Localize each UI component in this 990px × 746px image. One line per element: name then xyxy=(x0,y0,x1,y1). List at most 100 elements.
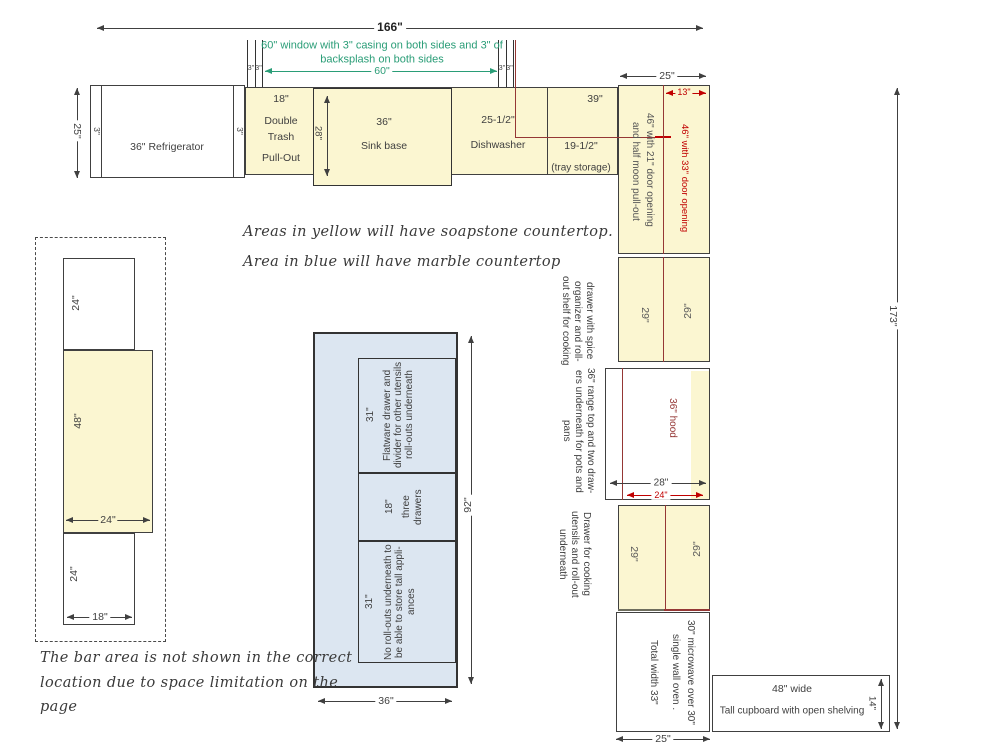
sink-label: Sink base xyxy=(360,139,408,152)
fridge-filler-label-left: 3" xyxy=(91,127,102,135)
arrowhead xyxy=(66,516,73,523)
corner-cabinet-divider xyxy=(663,85,664,254)
bar-note-line2: location due to space limitation on the xyxy=(40,675,339,691)
utensil-drawer-divider xyxy=(665,505,666,610)
hood-strip xyxy=(691,371,709,499)
island-width-label: 36" xyxy=(375,694,397,708)
spice-note-line2: organizer and roll- xyxy=(572,280,583,362)
bar-top-box xyxy=(63,258,135,350)
island-drawers-line2: drawers xyxy=(413,489,424,525)
overall-height-line xyxy=(897,88,898,729)
bar-note-line3: page xyxy=(40,699,78,715)
door-width-label: 13" xyxy=(675,86,693,98)
arrowhead xyxy=(323,96,330,103)
casing-width-label: 3" xyxy=(498,64,506,72)
utensil-drawer-dim-left: 29" xyxy=(628,546,641,562)
range-divider xyxy=(622,368,623,500)
casing-line xyxy=(498,40,499,87)
arrowhead xyxy=(616,735,623,742)
overall-width-label: 166" xyxy=(374,20,406,35)
range-width-label: 28" xyxy=(650,477,672,489)
island-tall-line3: ances xyxy=(406,588,417,616)
utensil-box-accent-right xyxy=(664,609,710,611)
window-note-line1: 60" window with 3" casing on both sides … xyxy=(261,39,503,52)
arrowhead xyxy=(73,171,80,178)
bar-area-outline xyxy=(35,237,166,642)
island-flatware-box xyxy=(358,358,456,473)
window-width-label: 60" xyxy=(371,64,393,78)
arrowhead xyxy=(467,677,474,684)
arrowhead xyxy=(318,697,325,704)
arrowhead xyxy=(445,697,452,704)
island-drawers-box xyxy=(358,473,456,541)
utensil-drawer-dim-right: 29" xyxy=(690,541,703,557)
arrowhead xyxy=(893,88,900,95)
sink-dim-label: 36" xyxy=(376,115,392,128)
island-drawers-dim: 18" xyxy=(384,499,395,515)
spice-note-line1: drawer with spice xyxy=(584,282,595,360)
corner-cabinet-box xyxy=(618,85,710,254)
cupboard-depth-label: 14" xyxy=(866,696,878,710)
sink-depth-label: 28" xyxy=(312,126,324,140)
arrowhead xyxy=(699,72,706,79)
arrowhead xyxy=(877,722,884,729)
trash-label-1: Double xyxy=(264,114,298,127)
corner-cabinet-note-line2: and half moon pull-out xyxy=(630,121,641,221)
arrowhead xyxy=(699,89,706,96)
utensil-note-line1: Drawer for cooking xyxy=(581,512,592,596)
column-width-label: 25" xyxy=(656,69,678,83)
arrowhead xyxy=(703,735,710,742)
spice-drawer-box xyxy=(618,257,710,362)
tray-label: (tray storage) xyxy=(551,162,611,174)
bar-middle-box xyxy=(63,350,153,533)
trash-label-2: Trash xyxy=(267,130,295,143)
refrigerator-filler-line-right xyxy=(233,86,234,177)
cupboard-width-label: 48" wide xyxy=(772,682,812,695)
soapstone-note: Areas in yellow will have soapstone coun… xyxy=(243,224,614,240)
tall-cupboard-box xyxy=(712,675,890,732)
utensil-box-accent-left xyxy=(618,609,665,611)
oven-note-line2: single wall oven . xyxy=(670,633,681,711)
arrowhead xyxy=(323,169,330,176)
spice-drawer-divider xyxy=(663,257,664,362)
hood-label: 36" hood xyxy=(666,398,678,438)
spice-drawer-dim-left: 29" xyxy=(639,307,652,323)
bar-bottom-width-label: 18" xyxy=(89,610,111,624)
dishwasher-label: Dishwasher xyxy=(470,138,526,151)
refrigerator-box xyxy=(90,85,245,178)
arrowhead xyxy=(143,516,150,523)
bar-note-line1: The bar area is not shown in the correct xyxy=(40,650,353,666)
casing-width-label: 3" xyxy=(255,64,262,72)
arrowhead xyxy=(125,613,132,620)
island-tall-line2: be able to store tall appli- xyxy=(394,546,405,658)
hood-width-label: 24" xyxy=(651,489,671,501)
window-note-line2: backsplash on both sides xyxy=(320,53,444,66)
backsplash-line-horizontal xyxy=(515,137,663,138)
casing-line xyxy=(513,40,514,87)
cupboard-depth-line xyxy=(881,679,882,729)
arrowhead xyxy=(620,72,627,79)
island-box xyxy=(313,332,458,688)
oven-box xyxy=(616,612,710,732)
arrowhead xyxy=(97,24,104,31)
bar-top-dim: 24" xyxy=(69,295,82,311)
spice-drawer-dim-right: 29" xyxy=(681,303,694,319)
tray-dim-label: 19-1/2" xyxy=(564,139,598,152)
overall-height-label: 173" xyxy=(886,302,900,330)
trash-dim-label: 18" xyxy=(273,92,289,105)
refrigerator-filler-line-left xyxy=(101,86,102,177)
oven-width-label: 25" xyxy=(652,732,674,746)
bar-mid-dim: 48" xyxy=(71,413,84,429)
arrowhead xyxy=(610,479,617,486)
arrowhead xyxy=(877,679,884,686)
range-note-line2: ers underneath for pots and xyxy=(573,369,584,493)
bar-mid-width-label: 24" xyxy=(98,513,118,527)
bar-bottom-box xyxy=(63,533,135,625)
oven-note-line1: 30" microwave over 30" xyxy=(685,619,696,725)
sink-base-box xyxy=(313,88,452,186)
fridge-label: 36" Refrigerator xyxy=(130,140,204,153)
island-tall-dim: 31" xyxy=(364,594,375,610)
utensil-note-line2: utensils and roll-out xyxy=(569,510,580,598)
spice-note-line3: out shelf for cooking xyxy=(560,276,571,366)
